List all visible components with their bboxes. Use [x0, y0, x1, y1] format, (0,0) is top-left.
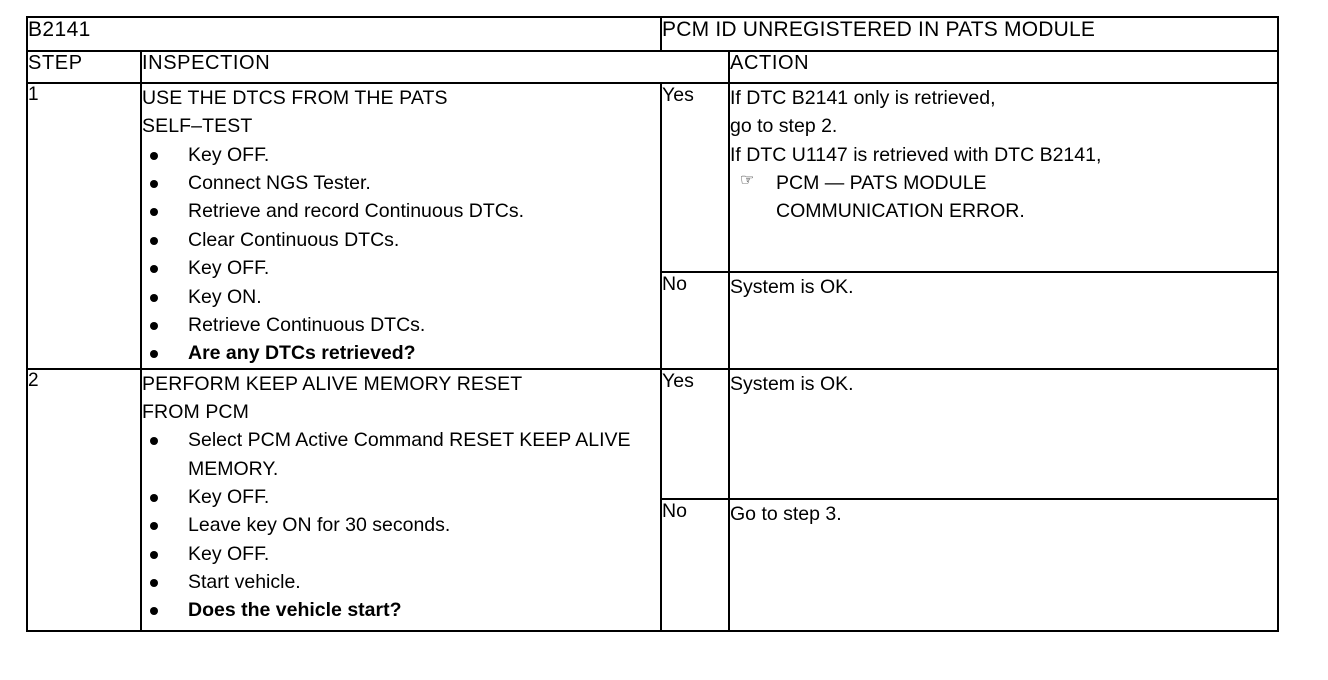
bullet-label: Connect NGS Tester.	[188, 172, 371, 195]
pointing-hand-icon: ☞	[740, 172, 755, 190]
step-1-inspection-cell: USE THE DTCS FROM THE PATS SELF–TEST Key…	[139, 82, 663, 370]
action-line: If DTC U1147 is retrieved with DTC B2141…	[730, 143, 1102, 166]
inspection-heading: PERFORM KEEP ALIVE MEMORY RESET FROM PCM	[142, 372, 523, 423]
step-1-no-label: No	[660, 270, 731, 370]
bullet-label: Start vehicle.	[188, 571, 301, 594]
bullet-label: Key ON.	[188, 285, 262, 308]
table-row: No Go to step 3.	[27, 497, 1280, 632]
bullet-icon	[150, 321, 158, 330]
bullet-icon	[150, 208, 158, 217]
bullet-label: Key OFF.	[188, 486, 270, 509]
dtc-code-cell: B2141	[25, 16, 663, 52]
step-2-no-label: No	[660, 497, 731, 632]
step-number: 1	[26, 82, 142, 370]
header-step: STEP	[26, 50, 142, 84]
step-1-no-action-cell: System is OK.	[728, 270, 1280, 370]
step-2-inspection-cell: PERFORM KEEP ALIVE MEMORY RESET FROM PCM…	[139, 367, 663, 632]
step-number: 2	[26, 367, 142, 632]
bullet-label: Key OFF.	[188, 257, 270, 280]
list-item: Leave key ON for 30 seconds.	[142, 511, 660, 539]
header-inspection: INSPECTION	[139, 50, 731, 84]
bullet-label: Are any DTCs retrieved?	[188, 342, 416, 365]
dtc-title-cell: PCM ID UNREGISTERED IN PATS MODULE	[660, 16, 1280, 52]
bullet-label: Select PCM Active Command RESET KEEP ALI…	[188, 429, 631, 480]
bullet-icon	[150, 607, 158, 616]
list-item: Start vehicle.	[142, 568, 660, 596]
bullet-label: Key OFF.	[188, 542, 270, 565]
bullet-icon	[150, 180, 158, 189]
table-row: No System is OK.	[27, 270, 1280, 370]
list-item: Clear Continuous DTCs.	[142, 226, 660, 254]
action-pointer-line-2: COMMUNICATION ERROR.	[776, 200, 1025, 223]
table-header-row: STEP INSPECTION ACTION	[26, 50, 1280, 84]
bullet-icon	[150, 437, 158, 446]
bullet-icon	[150, 236, 158, 245]
step-2-no-action-cell: Go to step 3.	[728, 497, 1280, 632]
step-1-yes-label: Yes	[660, 82, 731, 273]
list-item: Key OFF.	[142, 540, 660, 568]
step-2-yes-label: Yes	[660, 367, 731, 500]
bullet-label: Key OFF.	[188, 143, 270, 166]
pinpoint-test-table: B2141 PCM ID UNREGISTERED IN PATS MODULE…	[25, 16, 1280, 632]
list-item: Key OFF.	[142, 483, 660, 511]
bullet-label: Leave key ON for 30 seconds.	[188, 514, 451, 537]
table-row: 1 USE THE DTCS FROM THE PATS SELF–TEST K…	[26, 82, 1280, 370]
inspection-heading: USE THE DTCS FROM THE PATS SELF–TEST	[142, 87, 448, 138]
list-item-question: Does the vehicle start?	[142, 596, 660, 624]
list-item-question: Are any DTCs retrieved?	[142, 339, 660, 367]
header-action: ACTION	[728, 50, 1280, 84]
bullet-label: Retrieve and record Continuous DTCs.	[188, 200, 524, 223]
list-item: Select PCM Active Command RESET KEEP ALI…	[142, 426, 660, 483]
step-2-yes-action-cell: System is OK.	[728, 367, 1280, 500]
bullet-icon	[150, 350, 158, 359]
bullet-icon	[150, 579, 158, 588]
bullet-icon	[150, 151, 158, 160]
bullet-label: Clear Continuous DTCs.	[188, 228, 400, 251]
bullet-icon	[150, 550, 158, 559]
list-item: Retrieve and record Continuous DTCs.	[142, 197, 660, 225]
bullet-icon	[150, 522, 158, 531]
bullet-label: Does the vehicle start?	[188, 599, 402, 622]
list-item: Retrieve Continuous DTCs.	[142, 311, 660, 339]
list-item: Key OFF.	[142, 254, 660, 282]
bullet-icon	[150, 494, 158, 503]
list-item: Key ON.	[142, 283, 660, 311]
table-title-row: B2141 PCM ID UNREGISTERED IN PATS MODULE	[25, 16, 1280, 52]
bullet-icon	[150, 265, 158, 274]
step-1-yes-action-cell: If DTC B2141 only is retrieved, go to st…	[728, 82, 1280, 273]
table-row: 2 PERFORM KEEP ALIVE MEMORY RESET FROM P…	[26, 367, 1280, 632]
action-line: go to step 2.	[730, 115, 838, 138]
bullet-label: Retrieve Continuous DTCs.	[188, 313, 426, 336]
action-pointer-item: ☞ PCM — PATS MODULE COMMUNICATION ERROR.	[730, 169, 1277, 226]
action-line: If DTC B2141 only is retrieved,	[730, 87, 996, 109]
inspection-bullet-list: Key OFF. Connect NGS Tester. Retrieve an…	[142, 141, 660, 368]
inspection-bullet-list: Select PCM Active Command RESET KEEP ALI…	[142, 426, 660, 625]
list-item: Connect NGS Tester.	[142, 169, 660, 197]
bullet-icon	[150, 293, 158, 302]
action-pointer-line-1: PCM — PATS MODULE	[776, 172, 987, 195]
list-item: Key OFF.	[142, 141, 660, 169]
